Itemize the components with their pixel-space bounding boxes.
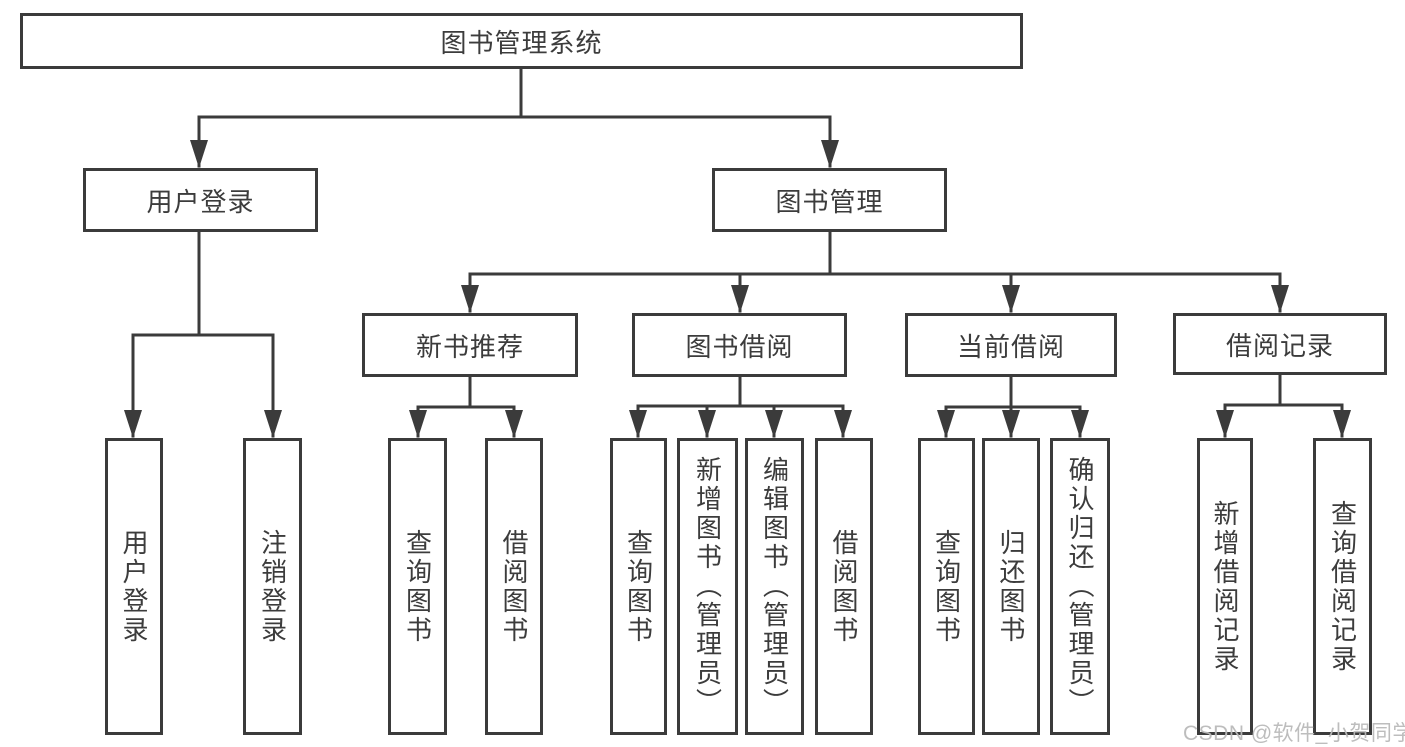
node-current-borrow: 当前借阅 (905, 313, 1117, 377)
leaf-current-confirm: 确认归还（管理员） (1050, 438, 1110, 735)
leaf-borrow-book-label: 借阅图书 (829, 528, 859, 645)
leaf-records-query-label: 查询借阅记录 (1327, 499, 1358, 674)
leaf-records-add-label: 新增借阅记录 (1210, 499, 1240, 674)
leaf-logout: 注销登录 (243, 438, 302, 735)
arrowhead (629, 410, 647, 438)
arrowhead (124, 410, 142, 438)
node-book-mgmt: 图书管理 (712, 168, 947, 232)
node-new-books-label: 新书推荐 (415, 331, 524, 362)
leaf-current-query: 查询图书 (918, 438, 975, 735)
arrowhead (409, 410, 427, 438)
connector-new-books (416, 374, 516, 438)
arrowhead (937, 410, 955, 438)
leaf-borrow-query-label: 查询图书 (623, 528, 654, 645)
arrowhead (1071, 410, 1089, 438)
connector-book-borrow (636, 374, 845, 438)
leaf-borrow-book: 借阅图书 (815, 438, 873, 735)
leaf-borrow-add: 新增图书（管理员） (677, 438, 738, 735)
leaf-newbooks-borrow: 借阅图书 (485, 438, 543, 735)
arrowhead (461, 285, 479, 313)
arrowhead (731, 285, 749, 313)
connector-root (197, 66, 832, 168)
node-user-login: 用户登录 (83, 168, 318, 232)
leaf-newbooks-query: 查询图书 (388, 438, 447, 735)
arrowhead (190, 140, 208, 168)
leaf-user-login: 用户登录 (105, 438, 163, 735)
node-root: 图书管理系统 (20, 13, 1023, 69)
leaf-borrow-edit-label: 编辑图书（管理员） (759, 456, 790, 717)
arrowhead (698, 410, 716, 438)
node-borrow-records-label: 借阅记录 (1225, 330, 1334, 361)
csdn-watermark: CSDN @软件_小贺同学 (1183, 722, 1405, 745)
arrowhead (1002, 410, 1020, 438)
arrowhead (1002, 285, 1020, 313)
node-current-borrow-label: 当前借阅 (956, 331, 1065, 362)
leaf-current-return-label: 归还图书 (996, 528, 1026, 645)
leaf-borrow-edit: 编辑图书（管理员） (745, 438, 804, 735)
leaf-current-query-label: 查询图书 (931, 528, 962, 645)
leaf-user-login-label: 用户登录 (119, 528, 149, 645)
connector-borrow-records (1223, 372, 1344, 438)
node-book-borrow-label: 图书借阅 (685, 331, 794, 362)
leaf-records-add: 新增借阅记录 (1197, 438, 1253, 735)
node-user-login-label: 用户登录 (146, 186, 255, 217)
arrowhead (505, 410, 523, 438)
connector-user-login (131, 229, 275, 438)
connector-book-mgmt (468, 229, 1282, 313)
leaf-records-query: 查询借阅记录 (1313, 438, 1372, 735)
arrowhead (765, 410, 783, 438)
arrowhead (821, 140, 839, 168)
leaf-newbooks-borrow-label: 借阅图书 (499, 528, 529, 645)
leaf-current-confirm-label: 确认归还（管理员） (1065, 456, 1095, 717)
node-root-label: 图书管理系统 (440, 27, 603, 58)
arrowhead (264, 410, 282, 438)
leaf-newbooks-query-label: 查询图书 (402, 528, 433, 645)
leaf-borrow-add-label: 新增图书（管理员） (692, 456, 723, 717)
leaf-borrow-query: 查询图书 (610, 438, 667, 735)
node-borrow-records: 借阅记录 (1173, 313, 1387, 375)
arrowhead (1271, 285, 1289, 313)
arrowhead (1333, 410, 1351, 438)
node-new-books: 新书推荐 (362, 313, 578, 377)
leaf-current-return: 归还图书 (982, 438, 1040, 735)
node-book-mgmt-label: 图书管理 (775, 186, 884, 217)
node-book-borrow: 图书借阅 (632, 313, 847, 377)
arrowhead (834, 410, 852, 438)
leaf-logout-label: 注销登录 (257, 528, 288, 645)
arrowhead (1216, 410, 1234, 438)
